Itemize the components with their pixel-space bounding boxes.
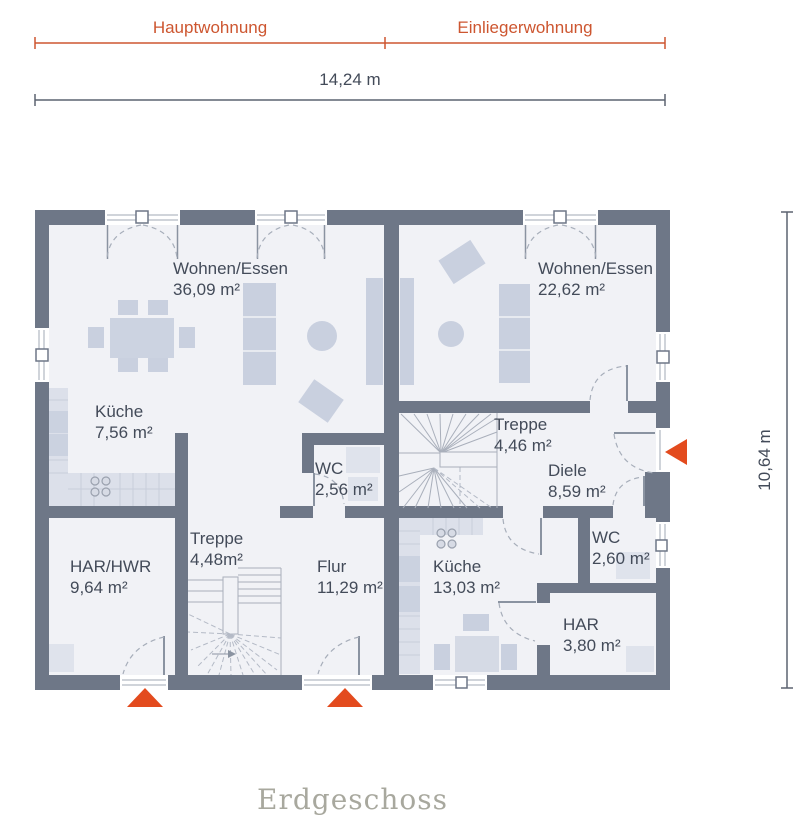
room-label-treppe-einlieger: Treppe 4,46 m² bbox=[494, 415, 552, 455]
room-label-har-einlieger: HAR 3,80 m² bbox=[563, 615, 621, 655]
entrance-arrow-icon bbox=[127, 688, 163, 707]
window-marker-squares bbox=[35, 210, 670, 689]
room-label-kueche-haupt: Küche 7,56 m² bbox=[95, 402, 153, 442]
furniture bbox=[49, 239, 654, 672]
door-swings bbox=[106, 224, 655, 675]
dimension-label-width: 14,24 m bbox=[319, 70, 381, 89]
room-label-diele: Diele 8,59 m² bbox=[548, 461, 606, 501]
entrance-arrow-icon bbox=[327, 688, 363, 707]
kitchen-appliances bbox=[49, 411, 420, 612]
room-label-wc-haupt: WC 2,56 m² bbox=[315, 459, 373, 499]
fixtures bbox=[49, 447, 654, 672]
room-label-wohnen-essen-haupt: Wohnen/Essen 36,09 m² bbox=[173, 259, 288, 299]
dimension-label-height: 10,64 m bbox=[755, 429, 774, 491]
room-label-treppe-haupt: Treppe 4,48m² bbox=[190, 529, 244, 569]
staircase-hauptwohnung bbox=[187, 567, 282, 676]
room-label-har-hwr: HAR/HWR 9,64 m² bbox=[70, 557, 152, 597]
room-label-flur: Flur 11,29 m² bbox=[317, 557, 383, 597]
windows-and-openings bbox=[35, 210, 670, 690]
page-title: Erdgeschoss bbox=[257, 783, 448, 816]
room-label-wohnen-essen-einlieger: Wohnen/Essen 22,62 m² bbox=[538, 259, 653, 299]
walls bbox=[35, 210, 670, 690]
unit-label-hauptwohnung: Hauptwohnung bbox=[152, 18, 268, 37]
kitchen-counters bbox=[49, 388, 483, 674]
top-unit-dimension-line bbox=[34, 37, 666, 49]
room-label-wc-einlieger: WC 2,60 m² bbox=[592, 528, 650, 568]
stove-burners bbox=[90, 476, 457, 549]
entrance-arrow-icon bbox=[665, 439, 687, 465]
room-label-kueche-einlieger: Küche 13,03 m² bbox=[433, 557, 501, 597]
unit-label-einliegerwohnung: Einliegerwohnung bbox=[457, 18, 593, 37]
staircase-einliegerwohnung bbox=[398, 413, 498, 509]
width-dimension-line bbox=[34, 94, 666, 106]
height-dimension-line bbox=[781, 211, 793, 689]
